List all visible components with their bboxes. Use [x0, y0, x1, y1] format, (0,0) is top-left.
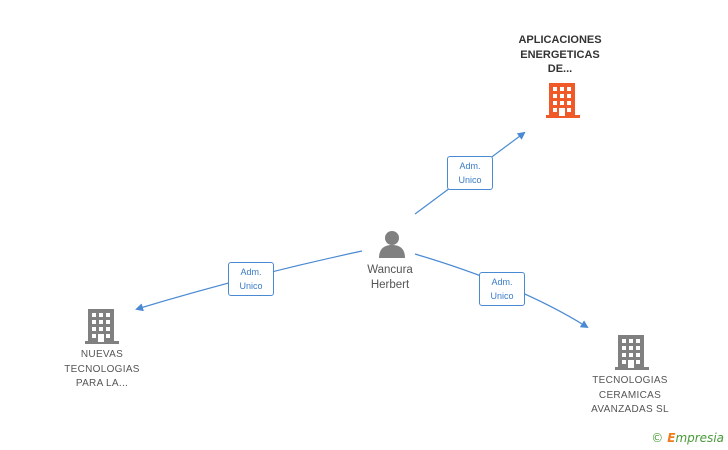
building-icon[interactable] [546, 83, 580, 119]
company-main-line-1: APLICACIONES [518, 34, 602, 46]
edge-label-line-1: Adm. [240, 267, 262, 277]
company-nuevas-line-2: TECNOLOGIAS [64, 363, 140, 375]
company-ceramicas-line-3: AVANZADAS SL [591, 404, 669, 415]
brand-logo-e: E [667, 431, 676, 445]
brand-logo-text: mpresia [675, 431, 724, 445]
person-name-line-1: Wancura [367, 264, 413, 276]
person-name[interactable]: Wancura Herbert [345, 263, 435, 292]
edge-label-to-nuevas[interactable]: Adm. Unico [228, 262, 274, 296]
company-nuevas-line-1: NUEVAS [80, 349, 124, 360]
building-icon[interactable] [615, 335, 649, 371]
person-name-line-2: Herbert [370, 278, 410, 291]
edge-label-to-main[interactable]: Adm. Unico [447, 156, 493, 190]
company-ceramicas-label[interactable]: TECNOLOGIAS CERAMICAS AVANZADAS SL [570, 374, 690, 418]
building-icon[interactable] [85, 309, 119, 345]
person-icon[interactable] [377, 229, 407, 259]
company-ceramicas-line-2: CERAMICAS [598, 389, 662, 401]
copyright-icon: © [651, 431, 664, 445]
edge-label-line-1: Adm. [491, 277, 513, 287]
edge-label-line-2: Unico [458, 175, 482, 185]
company-ceramicas-line-1: TECNOLOGIAS [592, 375, 668, 386]
company-main-label[interactable]: APLICACIONES ENERGETICAS DE... [500, 33, 620, 77]
company-nuevas-line-3: PARA LA... [75, 378, 129, 389]
company-main-line-3: DE... [547, 63, 573, 75]
edge-label-line-2: Unico [490, 291, 514, 301]
edge-label-line-2: Unico [239, 281, 263, 291]
edge-label-to-ceramicas[interactable]: Adm. Unico [479, 272, 525, 306]
company-nuevas-label[interactable]: NUEVAS TECNOLOGIAS PARA LA... [42, 348, 162, 392]
edge-label-line-1: Adm. [459, 161, 481, 171]
brand-footer[interactable]: ©Empresia [651, 431, 724, 445]
company-main-line-2: ENERGETICAS [520, 48, 600, 61]
